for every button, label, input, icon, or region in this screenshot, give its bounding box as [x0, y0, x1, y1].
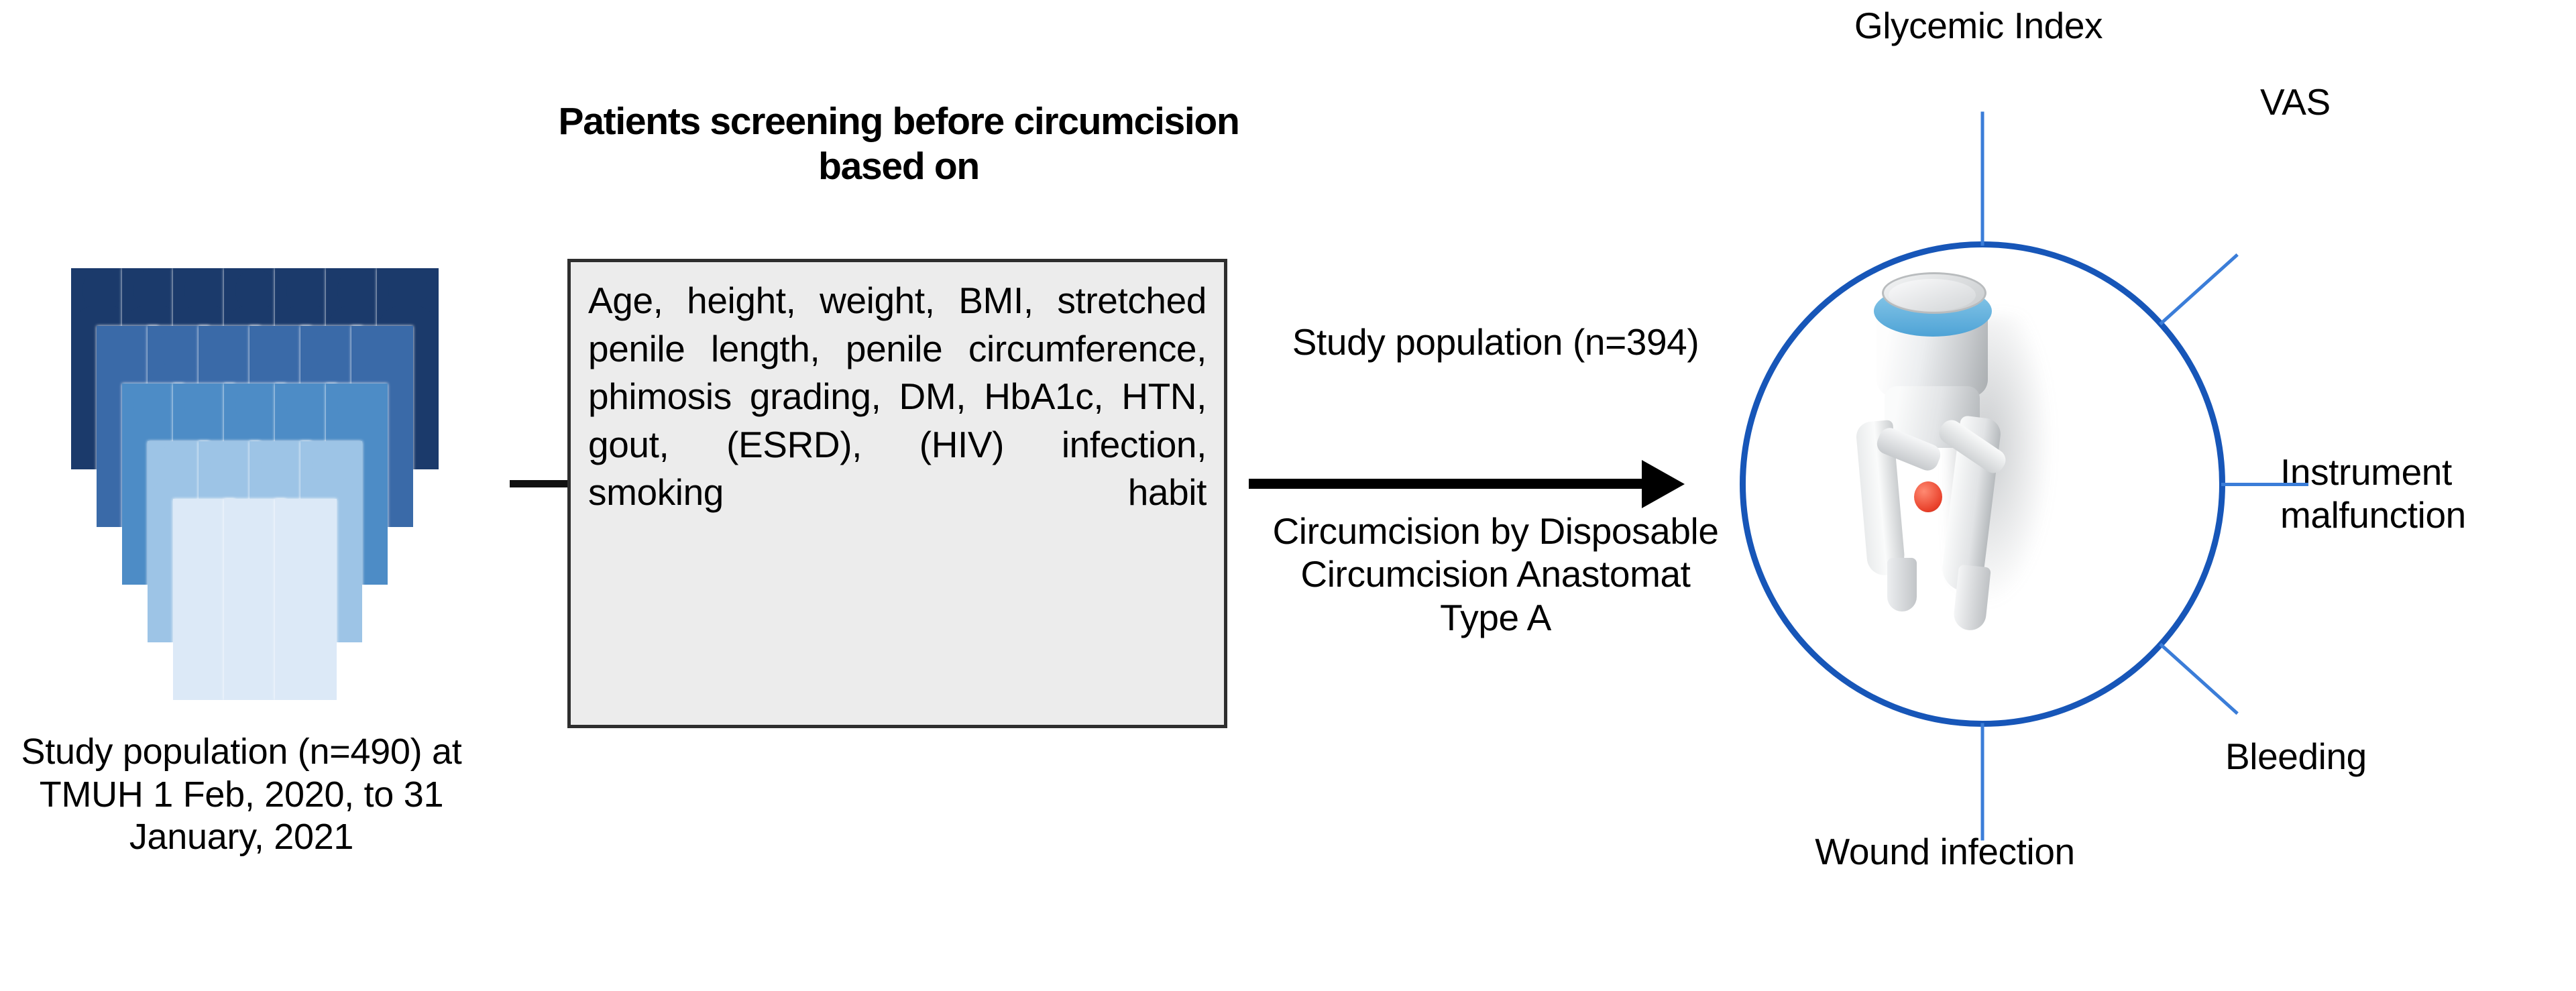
crowd-to-box-connector: [510, 480, 570, 487]
crowd-row: [0, 499, 510, 700]
outcome-label-bleeding: Bleeding: [2225, 736, 2367, 777]
study-population-n394-label: Study population (n=394): [1292, 321, 1699, 363]
study-population-caption: Study population (n=490) at TMUH 1 Feb, …: [21, 732, 462, 858]
spoke-bleeding: [2158, 642, 2239, 715]
screening-criteria-text: Age, height, weight, BMI, stretched peni…: [588, 280, 1207, 513]
crowd-person-icon: [224, 499, 286, 700]
device-foot-left: [1887, 558, 1917, 611]
spoke-vas: [2158, 253, 2239, 326]
outcome-label-glycemic-index: Glycemic Index: [1854, 5, 2103, 46]
outcome-label-wound-infection: Wound infection: [1815, 831, 2075, 872]
screening-criteria-box: Age, height, weight, BMI, stretched peni…: [567, 259, 1227, 728]
spoke-wound-infection: [1980, 723, 1984, 840]
device-foot-right: [1952, 564, 1991, 632]
device-cap-inner: [1889, 279, 1976, 311]
screening-heading: Patients screening before circumcision b…: [558, 100, 1240, 188]
spoke-glycemic-index: [1980, 111, 1984, 245]
device-red-button: [1914, 481, 1942, 512]
spoke-instrument-malfunction: [2221, 482, 2308, 486]
circumcision-procedure-label: Circumcision by Disposable Circumcision …: [1272, 510, 1719, 638]
disposable-circumcision-anastomat-device-icon: [1850, 268, 2071, 650]
crowd-person-icon: [275, 499, 337, 700]
study-population-crowd-icon: [0, 268, 510, 738]
flow-arrow-shaft: [1249, 479, 1651, 489]
outcome-label-instrument-malfunction: Instrument malfunction: [2280, 451, 2466, 536]
outcome-label-vas: VAS: [2260, 81, 2331, 123]
flow-arrow-head-icon: [1642, 460, 1685, 508]
